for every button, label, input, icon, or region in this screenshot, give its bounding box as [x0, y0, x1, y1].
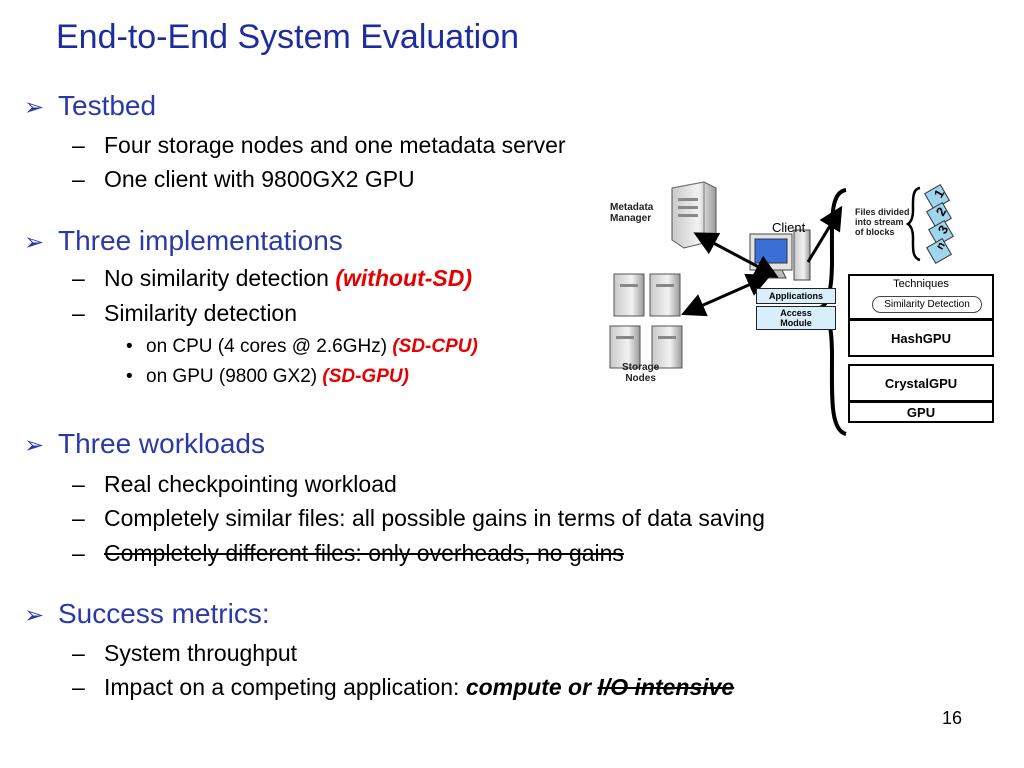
subbullet-metric-2: –Impact on a competing application: comp…	[72, 674, 735, 700]
block-stack-icon	[924, 184, 954, 264]
heading-workloads: Three workloads	[58, 428, 265, 459]
label-storage-nodes: Storage Nodes	[622, 362, 660, 384]
subbullet-sd: –Similarity detection	[72, 300, 298, 326]
bullet-workloads: ➢ Three workloads	[24, 428, 265, 460]
tag-without-sd: (without-SD)	[335, 265, 473, 291]
label-techniques: Techniques	[893, 278, 949, 290]
arrow-bullet-icon: ➢	[24, 602, 45, 629]
architecture-diagram: Metadata Manager Storage Nodes Client Ap…	[600, 180, 1010, 445]
applications-box: Applications	[756, 288, 836, 304]
label-client: Client	[772, 220, 806, 235]
similarity-detection-pill: Similarity Detection	[872, 296, 982, 313]
subbullet-workload-3: –Completely different files: only overhe…	[72, 540, 624, 566]
page-number: 16	[942, 708, 963, 728]
diagram-graphics	[609, 181, 954, 436]
subsubbullet-gpu: •on GPU (9800 GX2) (SD-GPU)	[126, 366, 409, 387]
techniques-box: Techniques Similarity Detection	[848, 274, 994, 320]
subbullet-workload-2: –Completely similar files: all possible …	[72, 505, 765, 531]
bullet-metrics: ➢ Success metrics:	[24, 598, 270, 630]
bullet-implementations: ➢ Three implementations	[24, 225, 343, 257]
label-metadata-manager: Metadata Manager	[610, 202, 654, 224]
crystalgpu-box: CrystalGPU	[848, 364, 994, 402]
arrow-bullet-icon: ➢	[24, 94, 45, 121]
hashgpu-box: HashGPU	[848, 319, 994, 357]
subbullet-testbed-1: –Four storage nodes and one metadata ser…	[72, 132, 566, 158]
slide-title: End-to-End System Evaluation	[56, 18, 520, 56]
subbullet-no-sd: –No similarity detection (without-SD)	[72, 265, 473, 291]
arrow-bullet-icon: ➢	[24, 229, 45, 256]
heading-implementations: Three implementations	[58, 225, 343, 256]
heading-testbed: Testbed	[58, 90, 157, 121]
tag-sd-gpu: (SD-GPU)	[322, 366, 409, 387]
gpu-box: GPU	[848, 401, 994, 423]
label-files-divided: Files divided into stream of blocks	[855, 207, 910, 237]
access-module-box: Access Module	[756, 306, 836, 330]
metadata-server-icon	[671, 181, 717, 249]
subbullet-metric-1: –System throughput	[72, 640, 298, 666]
bullet-testbed: ➢ Testbed	[24, 90, 156, 122]
arrow-bullet-icon: ➢	[24, 432, 45, 459]
subbullet-workload-1: –Real checkpointing workload	[72, 471, 397, 497]
tag-sd-cpu: (SD-CPU)	[392, 336, 478, 357]
subsubbullet-cpu: •on CPU (4 cores @ 2.6GHz) (SD-CPU)	[126, 336, 478, 357]
storage-server-icon	[609, 273, 683, 369]
client-computer-icon	[749, 229, 811, 281]
heading-metrics: Success metrics:	[58, 598, 270, 629]
subbullet-testbed-2: –One client with 9800GX2 GPU	[72, 166, 415, 192]
